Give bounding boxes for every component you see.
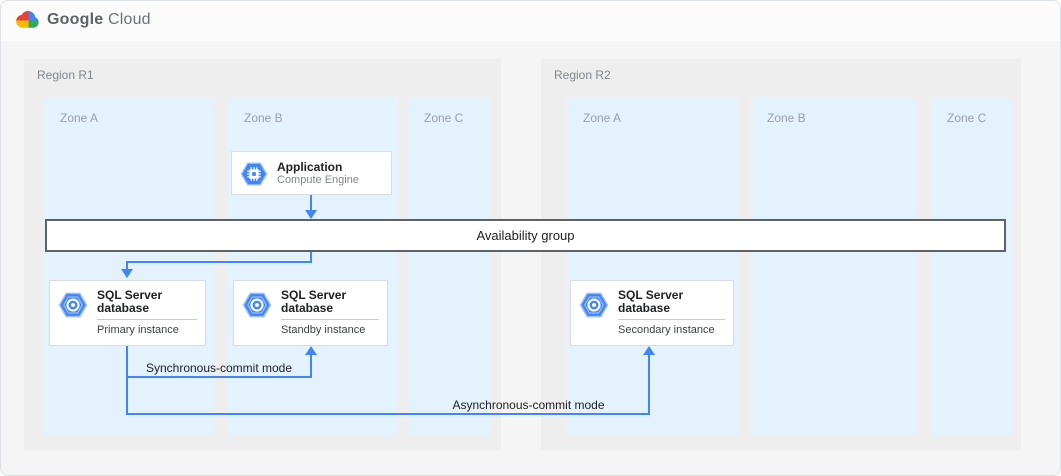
region-r1-zone-b: Zone B (228, 98, 397, 435)
zone-label: Zone A (60, 111, 99, 125)
sync-commit-label: Synchronous-commit mode (145, 361, 293, 375)
region-r2-zone-b: Zone B (751, 98, 916, 435)
sql-primary-subtitle: Primary instance (97, 324, 179, 336)
compute-engine-icon (240, 161, 268, 186)
async-commit-label: Asynchronous-commit mode (452, 398, 605, 412)
brand-wordmark: Google Cloud (47, 11, 151, 29)
arrowhead-down-icon (121, 269, 133, 278)
region-r1-label: Region R1 (37, 68, 94, 82)
region-r2-label: Region R2 (554, 68, 611, 82)
zone-label: Zone B (767, 111, 806, 125)
region-r2: Region R2 Zone A Zone B Zone C (541, 59, 1021, 450)
app-to-availability-line (310, 195, 312, 212)
sql-secondary-title: SQL Server database (618, 288, 684, 315)
region-r2-zone-c: Zone C (931, 98, 1012, 435)
application-title: Application (277, 159, 343, 174)
zone-label: Zone A (583, 111, 622, 125)
arrowhead-down-icon (305, 210, 317, 219)
availability-to-primary-line-v1 (310, 252, 312, 263)
sql-standby-title: SQL Server database (281, 288, 347, 315)
sql-primary-title: SQL Server database (97, 288, 163, 315)
arrowhead-up-icon (643, 346, 655, 355)
application-node: Application Compute Engine (231, 151, 392, 195)
async-line-horizontal (126, 413, 650, 415)
sql-primary-node: SQL Server database Primary instance (49, 280, 206, 346)
region-r2-zone-a: Zone A (567, 98, 737, 435)
sync-line-vertical (310, 353, 312, 378)
sql-secondary-subtitle: Secondary instance (618, 324, 715, 336)
brand-google: Google (47, 11, 104, 28)
sql-standby-subtitle: Standby instance (281, 324, 366, 336)
brand-cloud: Cloud (107, 11, 151, 28)
sql-database-icon (242, 292, 272, 318)
google-cloud-logo-icon (16, 10, 39, 28)
availability-to-primary-line-v2 (126, 261, 128, 270)
sync-line-horizontal (126, 376, 312, 378)
divider (281, 319, 379, 320)
arrowhead-up-icon (305, 346, 317, 355)
sql-database-icon (579, 292, 609, 318)
availability-group-label: Availability group (476, 228, 575, 243)
zone-label: Zone C (424, 111, 464, 125)
region-r1-zone-a: Zone A (44, 98, 214, 435)
region-r1-zone-c: Zone C (408, 98, 489, 435)
zone-label: Zone C (947, 111, 987, 125)
application-subtitle: Compute Engine (277, 173, 359, 186)
availability-group-bar: Availability group (45, 219, 1006, 252)
divider (618, 319, 725, 320)
availability-to-primary-line-h (126, 261, 312, 263)
sql-standby-node: SQL Server database Standby instance (233, 280, 388, 346)
divider (97, 319, 197, 320)
zone-label: Zone B (244, 111, 283, 125)
sql-secondary-node: SQL Server database Secondary instance (570, 280, 734, 346)
region-r1: Region R1 Zone A Zone B Zone C (24, 59, 501, 450)
header: Google Cloud (1, 1, 1060, 41)
async-line-vertical (648, 353, 650, 415)
primary-down-line (126, 346, 128, 415)
sql-database-icon (58, 292, 88, 318)
